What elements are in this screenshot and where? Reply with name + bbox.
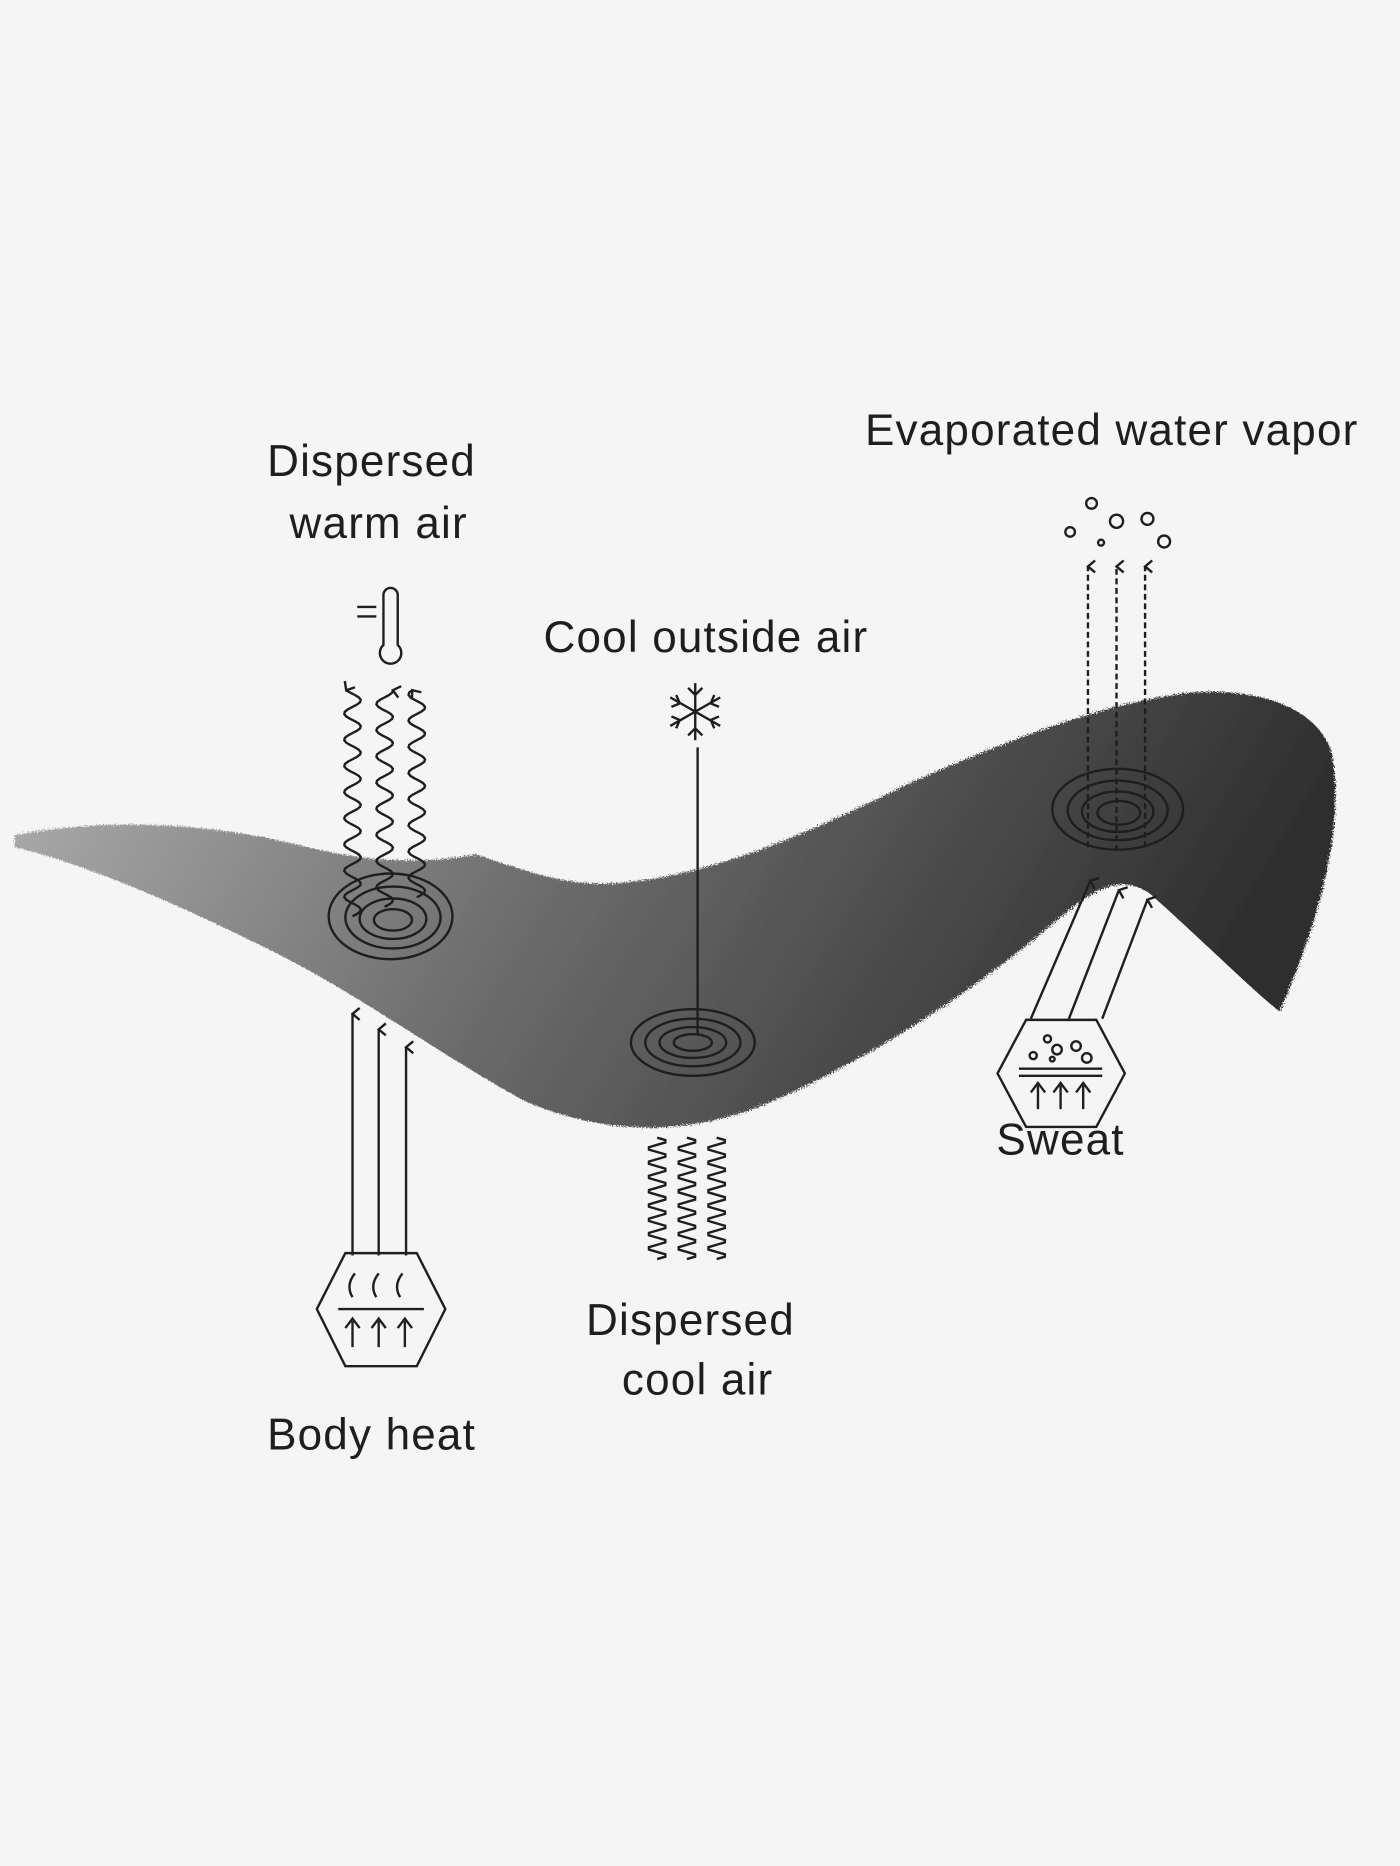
vapor-ripple-icon: [1051, 767, 1185, 851]
cool-ripple-icon: [629, 1007, 756, 1077]
fabric-layer: [14, 691, 1336, 1128]
cool-air-waves: [647, 1136, 727, 1261]
label-dispersed-cool-air-1: Dispersed: [586, 1296, 795, 1345]
vapor-bubbles-icon: [1064, 496, 1172, 549]
label-dispersed-warm-air-1: Dispersed: [267, 437, 476, 486]
sweat-hexagon-icon: [996, 1018, 1127, 1129]
cool-air-wave: [647, 1136, 667, 1261]
label-dispersed-cool-air-2: cool air: [622, 1356, 773, 1405]
label-cool-outside-air: Cool outside air: [544, 613, 869, 662]
vapor-arrows: [1086, 559, 1153, 851]
body-heat-hexagon-icon: [315, 1251, 447, 1368]
label-sweat: Sweat: [996, 1115, 1124, 1164]
body-heat-arrows: [350, 1007, 414, 1256]
thermometer-icon: [357, 586, 403, 665]
cool-air-wave: [677, 1136, 697, 1261]
label-evaporated-water-vapor: Evaporated water vapor: [865, 406, 1359, 455]
warm-air-waves: [342, 680, 427, 918]
sweat-arrows: [1029, 876, 1157, 1020]
warm-air-wave: [375, 685, 402, 908]
warm-air-wave: [407, 688, 427, 899]
label-dispersed-warm-air-2: warm air: [289, 499, 468, 548]
label-body-heat: Body heat: [267, 1410, 476, 1459]
warm-air-wave: [342, 680, 363, 918]
snowflake-icon: [669, 683, 721, 741]
cool-air-wave: [707, 1136, 727, 1261]
heat-ripple-icon: [327, 872, 454, 961]
